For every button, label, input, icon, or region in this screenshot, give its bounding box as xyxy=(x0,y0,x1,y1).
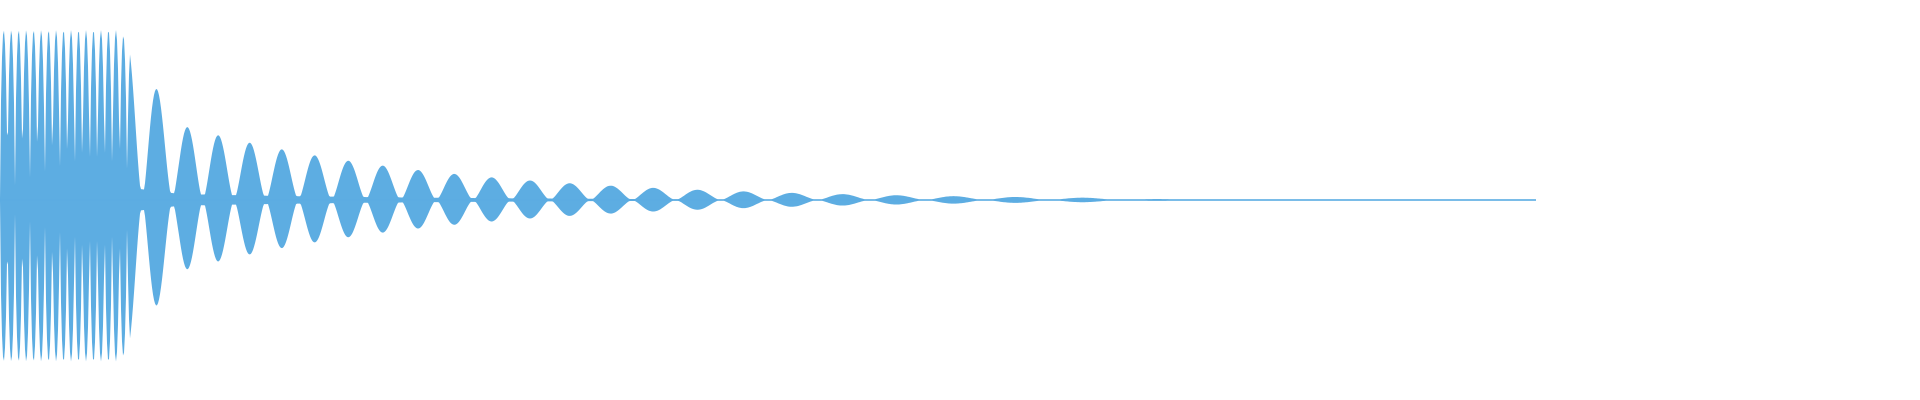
waveform-shape xyxy=(0,30,1536,362)
